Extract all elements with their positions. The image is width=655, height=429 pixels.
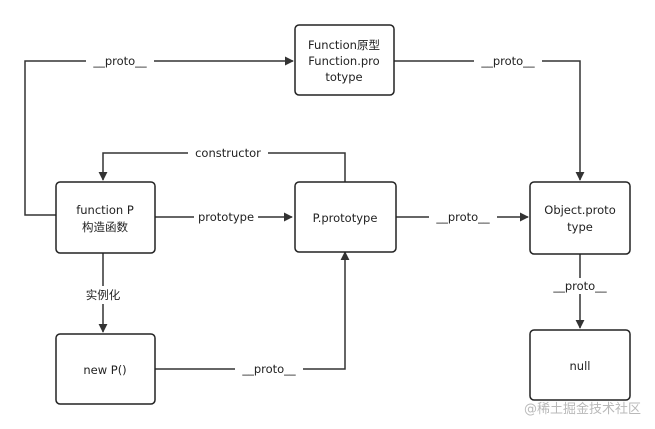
edge-label-prototype: prototype: [198, 210, 254, 224]
edge-label-group: constructor: [188, 145, 268, 161]
node-box: [55, 333, 156, 405]
watermark-text: @稀土掘金技术社区: [523, 402, 641, 417]
node-box: [55, 181, 156, 254]
node-new-p: new P(): [55, 333, 156, 405]
node-label-line: new P(): [83, 363, 126, 377]
node-box: [529, 329, 631, 401]
node-label-line: Function.pro: [308, 54, 379, 68]
edge-label-group: __proto__: [429, 209, 497, 225]
node-label-line: Function原型: [308, 38, 380, 52]
edge-label-group: __proto__: [235, 361, 303, 377]
edge-label-group: 实例化: [80, 286, 126, 304]
edge-label-group: prototype: [194, 209, 258, 225]
edge-function-p-to-function-prototype: [24, 56, 294, 216]
node-box: [294, 181, 397, 253]
edge-label-background: [235, 361, 303, 377]
node-label-line: totype: [325, 70, 362, 84]
edge-label-background: [429, 209, 497, 225]
edge-label-obj-to-null: __proto__: [552, 279, 607, 293]
node-object-prototype: Object.proto type: [529, 181, 631, 255]
edge-label-group: __proto__: [86, 53, 154, 69]
node-box: [294, 24, 395, 96]
edge-label-background: [188, 145, 268, 161]
edge-label-fp-to-funcproto: __proto__: [92, 54, 147, 68]
edge-label-ptype-to-obj: __proto__: [435, 210, 490, 224]
node-label-line: type: [567, 220, 593, 234]
edge-label-group: __proto__: [546, 278, 614, 294]
node-label-line: function P: [76, 203, 134, 217]
node-p-prototype: P.prototype: [294, 181, 397, 253]
edge-label-newp-to-ptype: __proto__: [241, 362, 296, 376]
edge-function-prototype-to-object-prototype: [394, 60, 585, 181]
edge-label-background: [474, 53, 542, 69]
nodes: Function原型 Function.pro totype function …: [55, 24, 631, 405]
edge-label-background: [80, 286, 126, 304]
edge-new-p-to-p-prototype: [155, 251, 350, 370]
node-box: [529, 181, 631, 255]
edge-labels: __proto__ __proto__ constructor prototyp…: [80, 53, 614, 377]
edge-label-background: [546, 278, 614, 294]
node-null: null: [529, 329, 631, 401]
node-label-line: P.prototype: [313, 211, 378, 225]
edge-label-instantiate: 实例化: [86, 288, 121, 302]
node-function-p: function P 构造函数: [55, 181, 156, 254]
edge-label-background: [86, 53, 154, 69]
node-label-line: 构造函数: [82, 220, 128, 234]
edge-label-background: [194, 209, 258, 225]
node-label-line: null: [570, 359, 591, 373]
node-function-prototype: Function原型 Function.pro totype: [294, 24, 395, 96]
edge-label-constructor: constructor: [195, 146, 261, 160]
edge-label-funcproto-to-obj: __proto__: [480, 54, 535, 68]
node-label-line: Object.proto: [544, 203, 615, 217]
edge-label-group: __proto__: [474, 53, 542, 69]
